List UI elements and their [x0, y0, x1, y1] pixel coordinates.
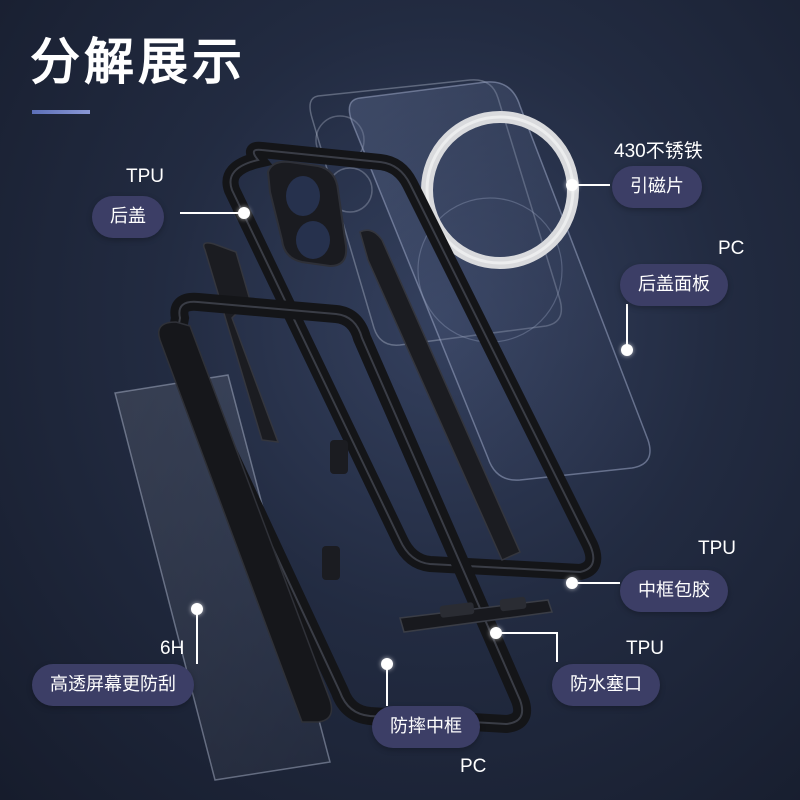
- back-panel-leader: [626, 304, 628, 350]
- middle-frame-leader: [578, 582, 620, 584]
- drop-frame-label: 防摔中框: [372, 706, 480, 748]
- middle-frame-material: TPU: [698, 538, 736, 559]
- magnet-dot: [566, 179, 578, 191]
- magnet-leader: [578, 184, 610, 186]
- title-accent-bar: [32, 110, 90, 114]
- back-panel-label: 后盖面板: [620, 264, 728, 306]
- back-panel-dot: [621, 344, 633, 356]
- drop-frame-material: PC: [460, 756, 487, 777]
- waterproof-plug: [399, 596, 553, 633]
- drop-frame-leader: [386, 664, 388, 706]
- page-title: 分解展示: [30, 33, 246, 91]
- plug-material: TPU: [626, 638, 664, 659]
- screen-leader: [196, 612, 198, 664]
- plug-leader-v: [556, 632, 558, 662]
- magnet-material: 430不锈铁: [614, 141, 703, 162]
- pc-drop-frame: [158, 292, 532, 734]
- middle-frame-dot: [566, 577, 578, 589]
- plug-leader-h: [498, 632, 556, 634]
- back-panel-material: PC: [718, 238, 745, 259]
- back-cover-dot: [238, 207, 250, 219]
- back-cover-label: 后盖: [92, 196, 164, 238]
- magnet-label: 引磁片: [612, 166, 702, 208]
- plug-label: 防水塞口: [552, 664, 660, 706]
- back-cover-leader: [180, 212, 240, 214]
- screen-label: 高透屏幕更防刮: [32, 664, 194, 706]
- middle-frame-label: 中框包胶: [620, 570, 728, 612]
- plug-dot: [490, 627, 502, 639]
- tpu-middle-bumper: [202, 229, 521, 580]
- screen-material: 6H: [160, 638, 185, 659]
- tpu-back-cover: [222, 141, 602, 581]
- drop-frame-dot: [381, 658, 393, 670]
- back-cover-material: TPU: [126, 166, 164, 187]
- screen-dot: [191, 603, 203, 615]
